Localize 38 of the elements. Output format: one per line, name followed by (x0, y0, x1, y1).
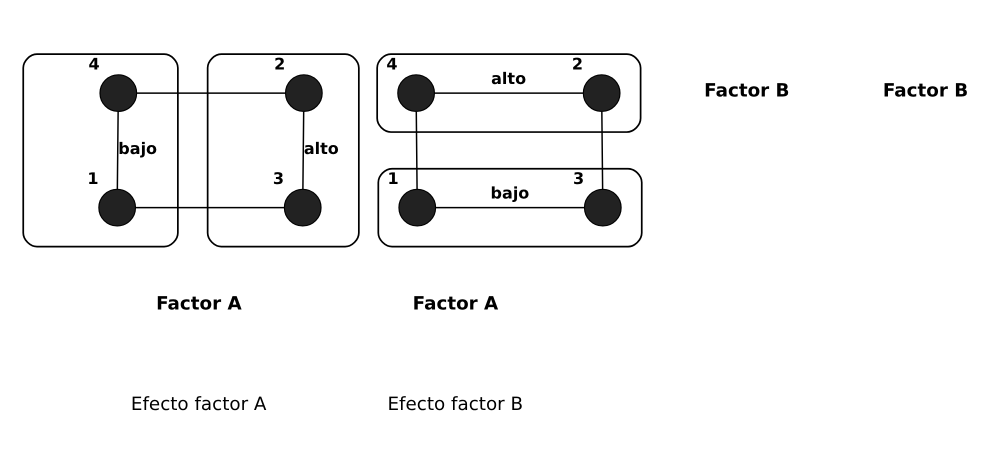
node-circle (396, 74, 434, 112)
node-circle (582, 74, 620, 112)
connector (302, 112, 304, 190)
node-circle (583, 188, 622, 227)
label: Efecto factor A (130, 394, 266, 416)
node-label: 4 (386, 54, 397, 74)
node-label: 4 (88, 54, 100, 74)
node-label: 3 (272, 168, 284, 188)
node-label: 1 (86, 168, 98, 188)
edge-label: alto (490, 69, 526, 88)
node-circle (98, 188, 136, 227)
edge-label: alto (303, 139, 338, 158)
connector (136, 92, 285, 94)
node-circle (398, 188, 436, 227)
connector (415, 112, 418, 190)
label: Factor B (882, 80, 968, 102)
cluster (206, 53, 360, 248)
node-label: 3 (572, 168, 584, 188)
node-label: 2 (274, 54, 285, 74)
edge-label: bajo (490, 184, 529, 203)
node-label: 2 (571, 54, 583, 74)
connector (600, 112, 603, 190)
label: Efecto factor B (386, 394, 523, 416)
label: Factor A (156, 293, 242, 314)
connector (135, 206, 284, 208)
label: Factor B (704, 80, 790, 102)
node-label: 1 (386, 168, 398, 188)
node-circle (98, 74, 137, 112)
edge-label: bajo (118, 139, 157, 158)
cluster (376, 168, 642, 248)
connector (434, 92, 583, 94)
node-circle (283, 188, 322, 227)
connector (435, 206, 584, 208)
cluster (22, 53, 178, 248)
label: Factor A (412, 293, 498, 314)
node-circle (284, 74, 322, 112)
connector (116, 112, 118, 190)
cluster (376, 53, 641, 133)
